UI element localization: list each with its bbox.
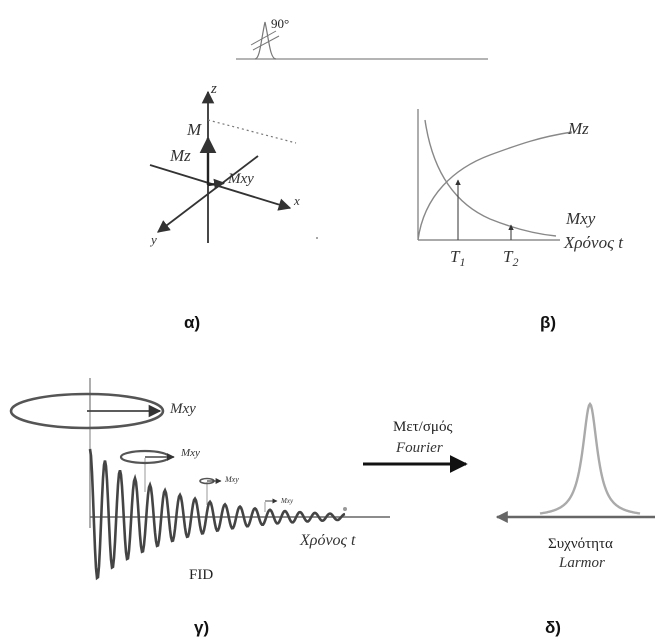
axis-y-label: y [149,232,157,247]
mz-recovery-curve [417,131,573,241]
caption-gamma: γ) [194,618,209,637]
m-dotted-guide [207,119,297,144]
fid-signal [88,448,346,581]
mxy-label-4: Mxy [280,497,294,505]
caption-alpha: α) [184,313,200,332]
pulse-angle-label: 90° [271,16,289,31]
t1-label: T1 [450,247,465,269]
pulse-shape [254,21,277,60]
larmor-peak [539,401,641,515]
caption-delta: δ) [545,618,561,637]
stray-dot [316,237,318,239]
curve-mz-label: Mz [567,119,589,138]
mxy-label-1: Mxy [169,401,196,417]
fid-end-dot [343,507,347,511]
panel-c-fid: Mxy Mxy Mxy Mxy Χρόνος t FID [9,378,390,583]
fourier-line1: Μετ/σμός [393,419,452,435]
caption-beta: β) [540,313,556,332]
frequency-label: Συχνότητα [548,536,613,552]
panel-a-axes: z x y M Mz Mxy [149,81,318,247]
c-time-axis-label: Χρόνος t [299,532,356,549]
panel-b-relaxation: Mz Mxy T1 T2 Χρόνος t [417,109,624,269]
curve-mxy-label: Mxy [565,209,596,228]
fourier-transform: Μετ/σμός Fourier [363,419,468,473]
axis-z-label: z [210,81,217,97]
mxy-vector [207,178,226,190]
precession-ellipse-1 [9,392,165,430]
fourier-line2: Fourier [395,440,443,456]
mxy-decay-curve [424,119,557,237]
larmor-label: Larmor [558,555,605,571]
m-label: M [186,120,202,139]
rf-pulse: 90° [236,16,488,60]
t2-label: T2 [503,247,518,269]
mxy-label-3: Mxy [224,475,239,484]
axis-x-label: x [293,193,300,208]
fid-label: FID [189,567,213,583]
y-axis [156,155,259,233]
pulse-tick-2 [252,35,280,51]
mxy-label: Mxy [227,171,254,187]
panel-d-spectrum: Συχνότητα Larmor [495,401,655,571]
pulse-tick-1 [250,30,277,46]
mz-label: Mz [169,146,191,165]
mxy-label-2: Mxy [180,447,200,459]
x-axis [149,164,292,211]
b-time-axis-label: Χρόνος t [563,233,624,252]
